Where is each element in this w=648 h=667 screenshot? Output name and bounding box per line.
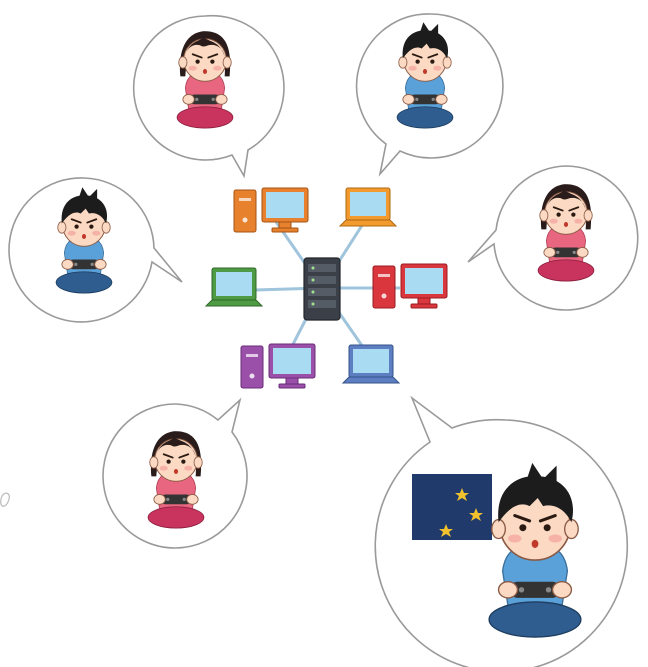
bubble-top-right — [355, 13, 504, 177]
star-icon — [455, 488, 469, 501]
desktop-pc-purple-icon — [240, 343, 316, 389]
night-sky-panel — [412, 474, 492, 540]
star-icon — [469, 508, 483, 521]
laptop-blue-icon — [341, 344, 401, 384]
laptop-orange-icon — [338, 187, 398, 227]
bubble-bottom-left — [102, 397, 248, 549]
bubble-bottom-right — [374, 395, 629, 667]
star-icon — [439, 524, 453, 537]
bubble-top-left — [132, 14, 285, 179]
laptop-green-icon — [204, 267, 264, 307]
bubble-right — [467, 165, 639, 311]
decorative-mark — [0, 492, 10, 507]
bubble-left — [8, 177, 183, 323]
desktop-pc-orange-icon — [233, 187, 309, 233]
desktop-pc-red-icon — [372, 263, 448, 309]
server-icon — [303, 257, 341, 321]
